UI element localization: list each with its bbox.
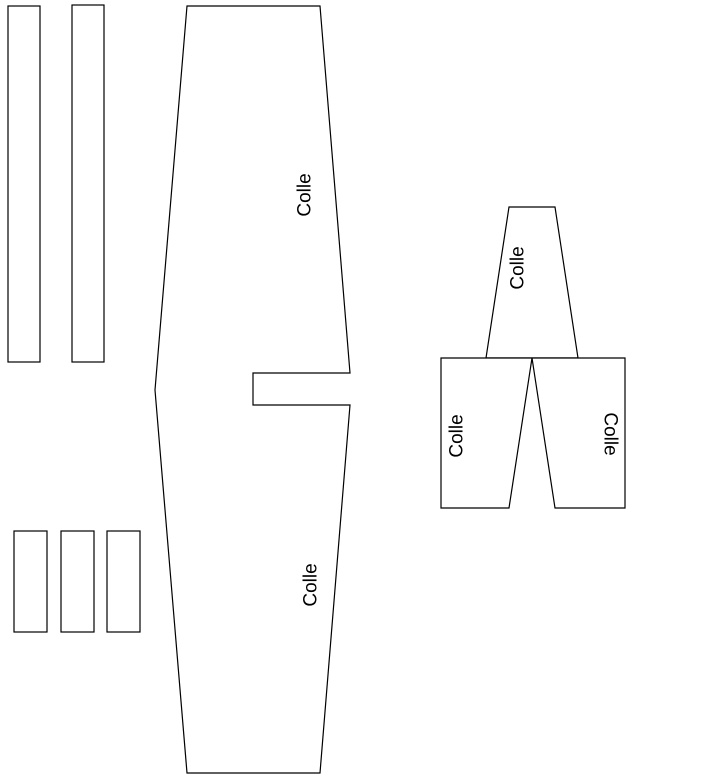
tail-fin-glue-label: Colle (508, 246, 529, 289)
tail-base-piece (440, 357, 626, 509)
short-strip-3 (106, 530, 141, 633)
wing-lower-glue-label: Colle (301, 563, 322, 606)
tail-left-glue-label: Colle (447, 414, 468, 457)
tail-right-glue-label: Colle (600, 412, 621, 455)
long-strip-right (71, 4, 105, 363)
long-strip-left (7, 5, 41, 363)
wing-upper-glue-label: Colle (295, 173, 316, 216)
short-strip-2 (60, 530, 95, 633)
tail-fin-piece (485, 206, 579, 359)
short-strip-1 (13, 530, 48, 633)
wing-piece (154, 5, 351, 774)
